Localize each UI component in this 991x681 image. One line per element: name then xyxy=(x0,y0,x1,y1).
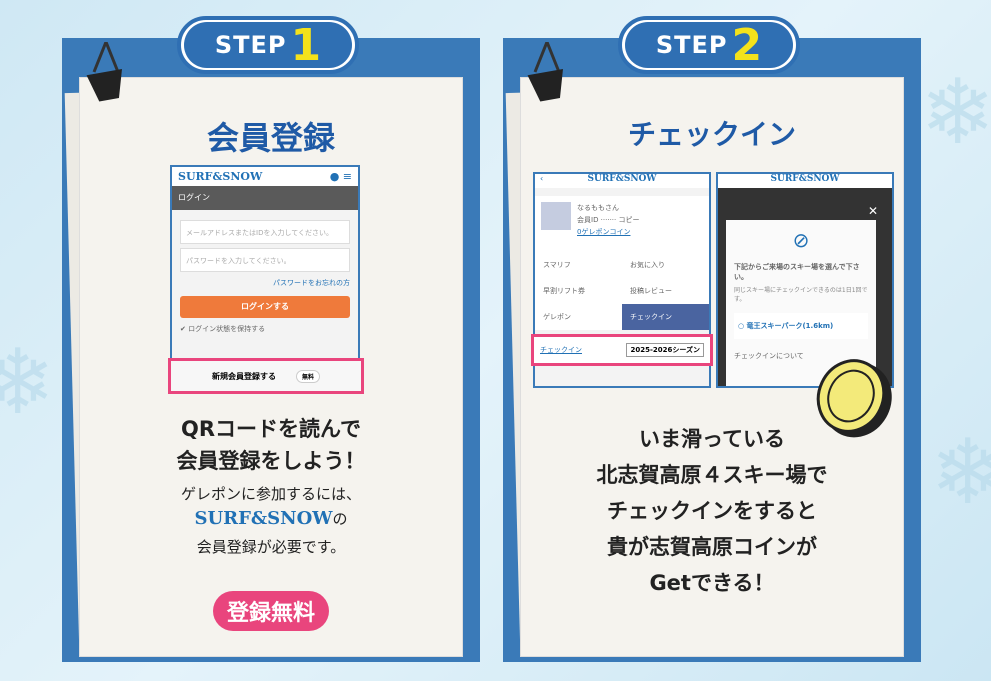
avatar xyxy=(541,202,571,230)
text-line: ゲレポンに参加するには、 xyxy=(180,485,361,503)
text-line: チェックインをすると xyxy=(607,499,817,523)
menu-item[interactable]: スマリフ xyxy=(543,261,571,269)
about-checkin-link[interactable]: チェックインについて xyxy=(734,352,804,360)
text-line: いま滑っている xyxy=(639,427,785,451)
menu-item[interactable]: 早割リフト券 xyxy=(543,287,585,295)
binder-clip-icon xyxy=(527,42,563,102)
menu-item[interactable]: お気に入り xyxy=(630,261,665,269)
menu-item[interactable]: 投稿レビュー xyxy=(630,287,672,295)
text-line: 会員登録が必要です。 xyxy=(196,538,346,556)
binder-clip-icon xyxy=(86,42,122,102)
snowflake-icon: ❄ xyxy=(930,420,991,525)
snowflake-icon: ❄ xyxy=(0,330,56,435)
back-icon[interactable]: ‹ xyxy=(540,174,544,183)
check-circle-icon: ⊘ xyxy=(792,228,810,252)
login-button[interactable]: ログインする xyxy=(180,296,350,318)
coin-icon xyxy=(816,359,892,438)
close-icon[interactable]: ✕ xyxy=(867,204,878,218)
menu-item[interactable]: ゲレポン xyxy=(543,313,571,321)
text-line: Getできる！ xyxy=(649,571,775,595)
login-screenshot: SURF&SNOW● ≡ ログイン メールアドレスまたはIDを入力してください。… xyxy=(170,165,360,390)
text-line: 会員登録をしよう！ xyxy=(176,449,366,473)
remember-checkbox[interactable]: ✔ ログイン状態を保持する xyxy=(180,325,266,333)
brand-logo: SURF&SNOW xyxy=(194,508,333,529)
password-input[interactable]: パスワードを入力してください。 xyxy=(180,248,350,272)
ski-resort-option[interactable]: ○ 竜王スキーパーク(1.6km) xyxy=(734,313,868,339)
forgot-password-link[interactable]: パスワードをお忘れの方 xyxy=(273,279,350,287)
text-line: 貴が志賀高原コインが xyxy=(607,535,817,559)
text-line: QRコードを読んで xyxy=(181,417,361,441)
email-input[interactable]: メールアドレスまたはIDを入力してください。 xyxy=(180,220,350,244)
register-button[interactable]: 新規会員登録する無料 xyxy=(168,358,364,394)
step-title: 会員登録 xyxy=(206,119,335,157)
free-badge: 登録無料 xyxy=(212,591,329,631)
checkin-modal-screenshot: SURF&SNOW ✕ ⊘ 下記からご来場のスキー場を選んで下さい。 同じスキー… xyxy=(716,172,894,388)
menu-item-checkin[interactable]: チェックイン xyxy=(622,304,709,330)
step-title: チェックイン xyxy=(627,118,796,151)
text-line: 北志賀高原４スキー場で xyxy=(596,463,828,487)
snowflake-icon: ❄ xyxy=(920,60,991,165)
